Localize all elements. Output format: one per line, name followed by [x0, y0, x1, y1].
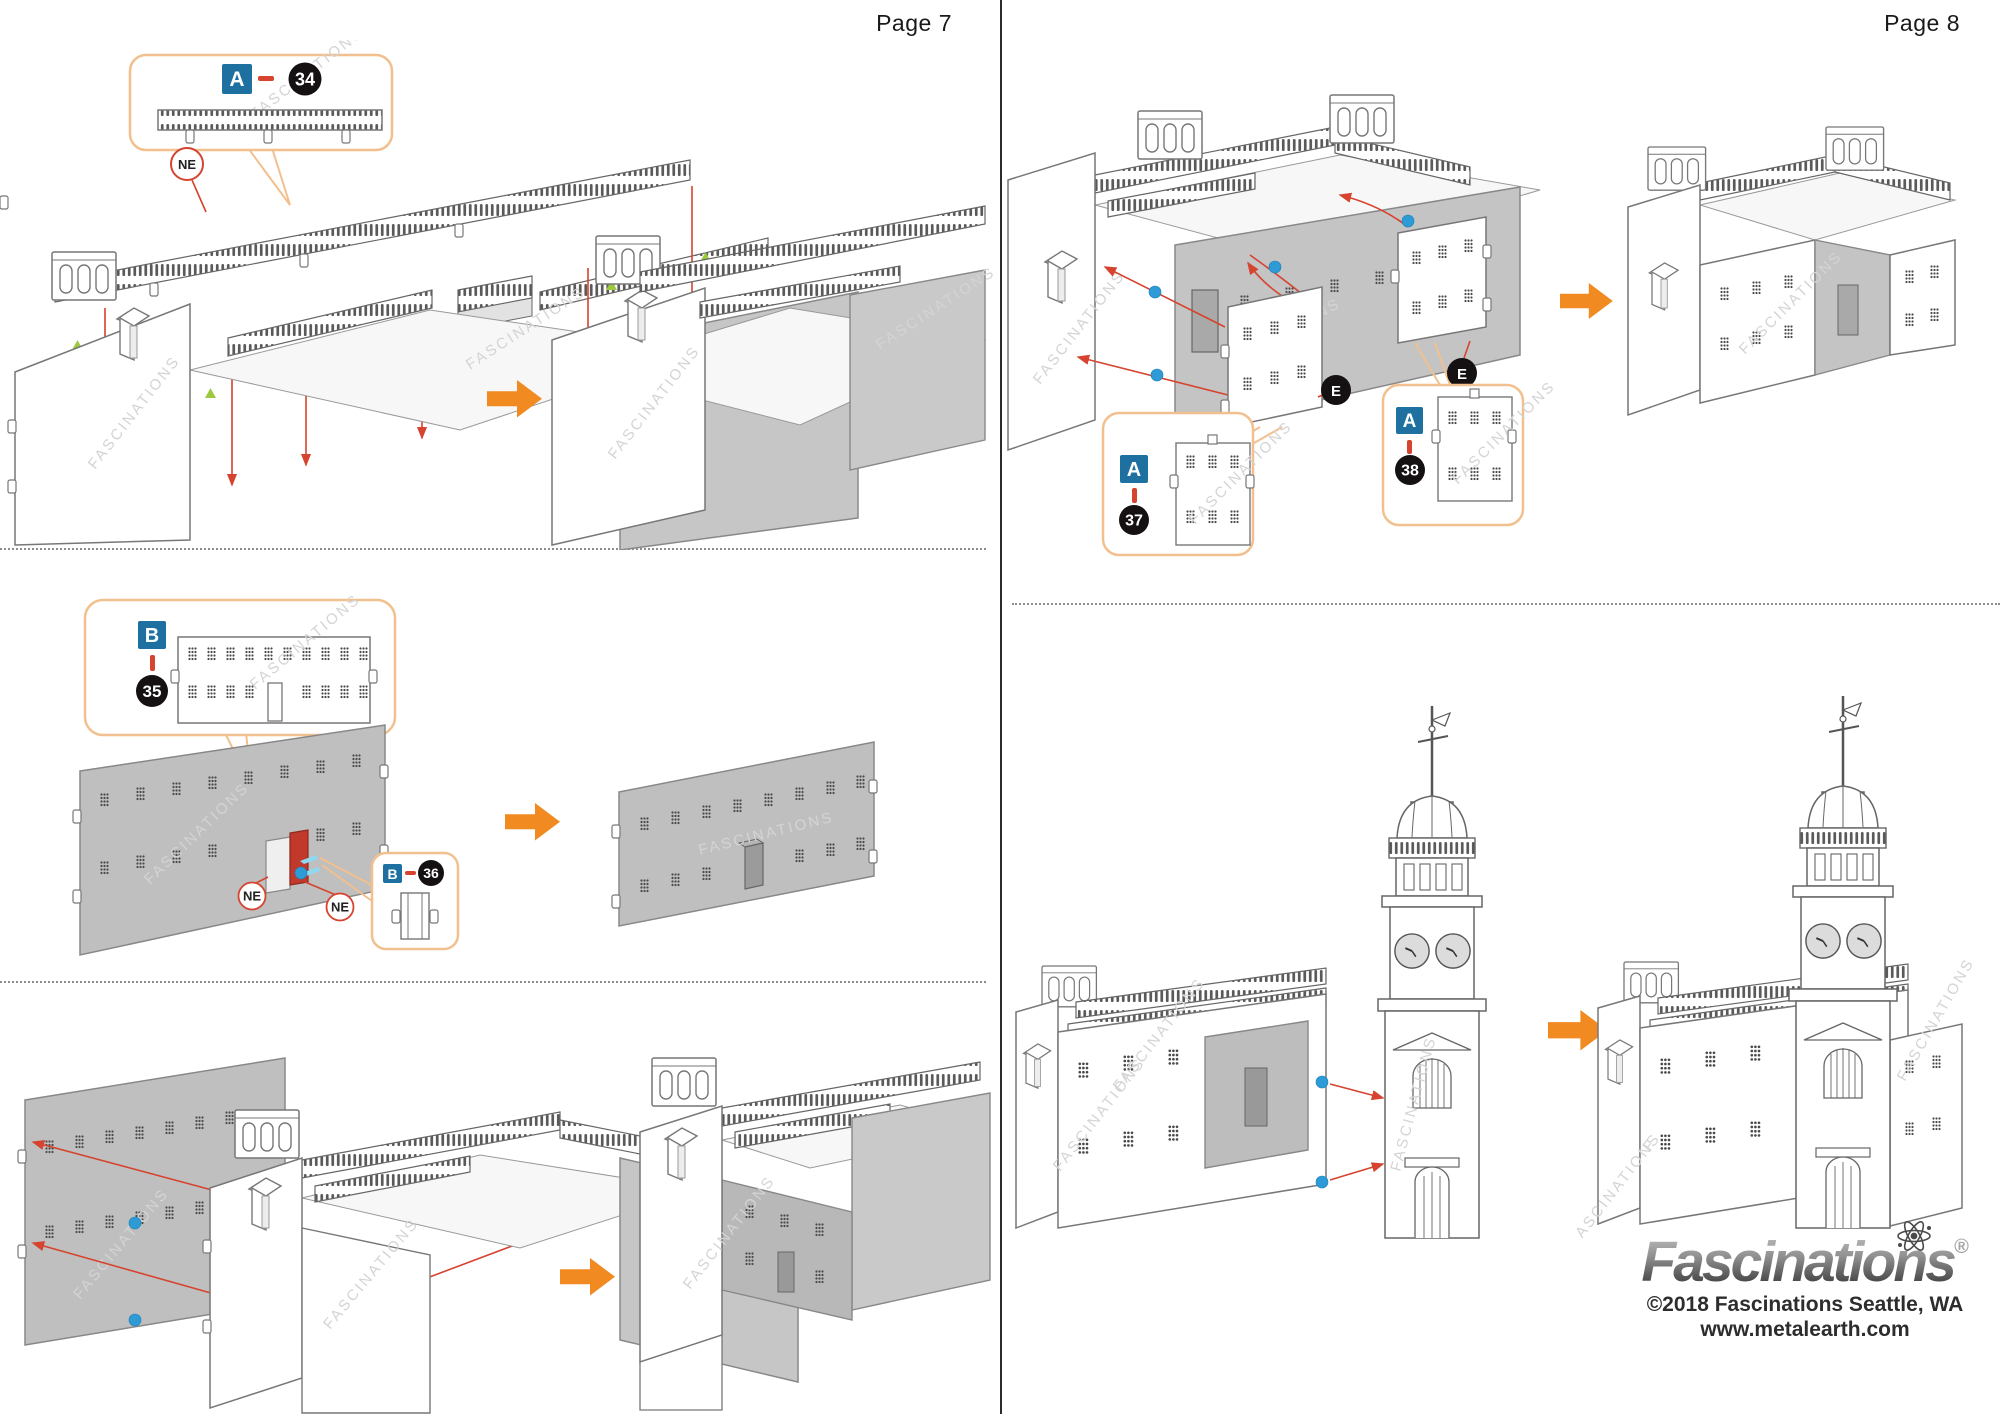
part-number-marker	[288, 62, 322, 96]
result-model: FASCINATIONS FASCINATIONS	[1572, 696, 1978, 1241]
footer: Fascinations® ©2018 Fascinations Seattle…	[1625, 1221, 1985, 1342]
part-letter-badge	[383, 864, 402, 883]
part-letter-badge	[1120, 455, 1148, 483]
p8-step1-diagram: FASCINATIONS FASCINATIONS E	[1007, 94, 1957, 557]
part-36-drawing	[391, 892, 439, 940]
gray-wall-assembly: FASCINATIONS	[72, 724, 389, 956]
svg-text:NE: NE	[243, 889, 261, 904]
p7-step3-diagram: FASCINATIONS FASCINATIONS FASCINATIONS	[17, 1057, 991, 1414]
part-badge-a37: A 37	[1119, 455, 1149, 535]
step-separator	[1012, 603, 2000, 605]
connection-point-icon	[294, 866, 308, 880]
ne-marker: NE	[237, 876, 269, 911]
svg-text:38: 38	[1401, 463, 1419, 480]
step-separator	[0, 981, 986, 983]
callout-pointer	[246, 147, 291, 206]
svg-text:E: E	[1457, 366, 1467, 383]
website-url: www.metalearth.com	[1700, 1318, 1910, 1341]
p7-step2-diagram: B 35 FASCINATIONS	[72, 591, 878, 956]
next-step-arrow-icon	[1560, 283, 1613, 319]
part-badge-a34: A 34	[222, 62, 322, 96]
callout-pointer	[1434, 342, 1451, 386]
next-step-arrow-icon	[505, 803, 560, 841]
ne-marker: NE	[304, 881, 355, 922]
ne-marker: NE	[170, 147, 207, 213]
part-badge-b36: B 36	[383, 860, 444, 886]
badge-dash	[258, 76, 274, 81]
next-step-arrow-icon	[560, 1258, 615, 1296]
part-letter-badge	[1396, 407, 1423, 434]
page7-header: Page 7	[876, 10, 952, 36]
callout-pointer	[319, 857, 373, 886]
assembly-guide-lines	[1329, 1083, 1385, 1181]
part-number-marker	[1119, 505, 1149, 535]
registered-mark: ®	[1953, 1236, 1969, 1258]
part-number-marker	[1395, 455, 1425, 485]
wall-part-38	[1390, 216, 1492, 359]
badge-dash	[405, 871, 416, 875]
svg-text:A: A	[1403, 411, 1417, 432]
part-34-drawing	[157, 109, 383, 144]
svg-text:A: A	[1127, 459, 1141, 481]
part-35-drawing: FASCINATIONS	[170, 591, 378, 724]
part-number-marker	[418, 860, 444, 886]
part-letter-badge	[138, 621, 166, 649]
step-separator	[0, 548, 986, 550]
svg-text:NE: NE	[331, 900, 349, 915]
svg-text:B: B	[387, 866, 397, 882]
badge-dash	[1132, 488, 1137, 503]
atom-icon	[1896, 1221, 1931, 1251]
page8-header: Page 8	[1884, 10, 1960, 36]
result-structure: FASCINATIONS FASCINATIONS	[551, 205, 999, 546]
svg-text:E: E	[1331, 383, 1341, 400]
part-badge-b35: B 35	[136, 621, 168, 707]
page-divider	[1000, 0, 1002, 1414]
assembly-building: FASCINATIONS FASCINATIONS	[1016, 966, 1326, 1228]
part-number-marker	[136, 675, 168, 707]
svg-text:34: 34	[295, 70, 315, 90]
part-badge-a38: A 38	[1395, 407, 1425, 485]
result-structure: FASCINATIONS	[1627, 126, 1957, 417]
p7-step1-diagram: FASCINATIONS A 34 NE	[0, 40, 999, 550]
svg-text:35: 35	[143, 682, 162, 701]
p8-step2-diagram: FASCINATIONS FASCINATIONS FASCINATIONS F…	[1000, 612, 1978, 1241]
svg-text:36: 36	[423, 865, 439, 881]
result-wall: FASCINATIONS	[611, 741, 878, 927]
part-letter-badge	[222, 64, 252, 94]
badge-dash	[1407, 440, 1412, 454]
door-block	[744, 842, 764, 890]
badge-dash	[150, 655, 155, 671]
callout-pointer	[321, 864, 373, 902]
insert-direction-icon	[300, 855, 318, 864]
svg-text:B: B	[145, 625, 159, 647]
result-structure: FASCINATIONS	[639, 1057, 991, 1411]
copyright-text: ©2018 Fascinations Seattle, WA	[1646, 1293, 1964, 1316]
edge-marker-e: E	[1321, 375, 1351, 405]
floating-tower-part: FASCINATIONS	[1378, 706, 1486, 1238]
callout-pointer	[1414, 342, 1441, 386]
wall-part-37	[1220, 286, 1328, 428]
edge-marker-e: E	[1447, 358, 1477, 388]
svg-text:NE: NE	[178, 157, 196, 172]
svg-text:37: 37	[1125, 513, 1143, 530]
svg-text:A: A	[229, 68, 244, 91]
